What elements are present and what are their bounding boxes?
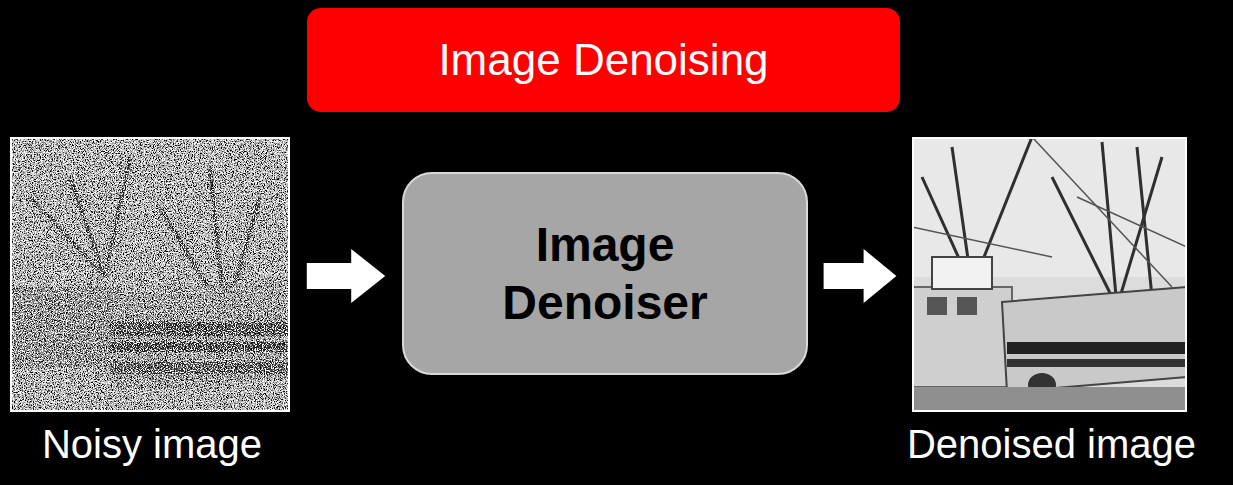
- noisy-photo: [10, 137, 290, 412]
- denoised-image-frame: Denoised image: [912, 137, 1187, 412]
- noisy-image-frame: Noisy image: [10, 137, 290, 412]
- title-text: Image Denoising: [438, 35, 768, 85]
- title-banner: Image Denoising: [307, 8, 900, 112]
- denoised-photo: [912, 137, 1187, 412]
- block-arrow: [307, 249, 385, 303]
- process-box: Image Denoiser: [402, 172, 808, 375]
- box-label: Image Denoiser: [470, 216, 740, 331]
- block-arrow: [824, 249, 897, 303]
- image-caption: Denoised image: [907, 422, 1196, 467]
- image-caption: Noisy image: [42, 422, 262, 467]
